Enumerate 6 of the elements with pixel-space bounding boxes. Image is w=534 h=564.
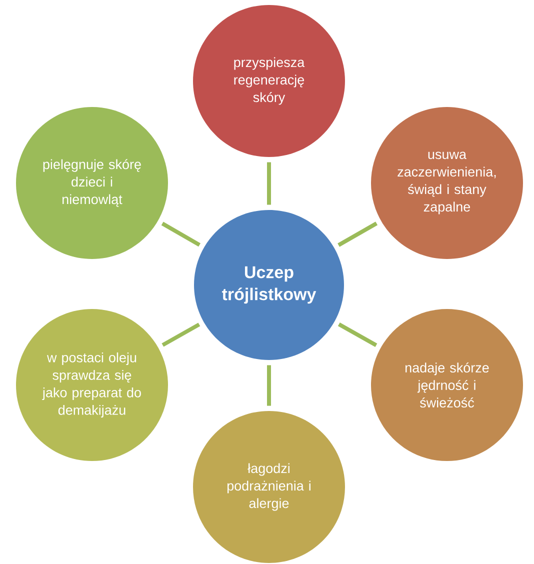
connector-line bbox=[338, 222, 378, 247]
connector-line bbox=[267, 365, 271, 406]
connector-line bbox=[161, 222, 200, 247]
connector-line bbox=[162, 322, 200, 347]
connector-line bbox=[338, 322, 378, 347]
connector-line bbox=[267, 162, 271, 205]
